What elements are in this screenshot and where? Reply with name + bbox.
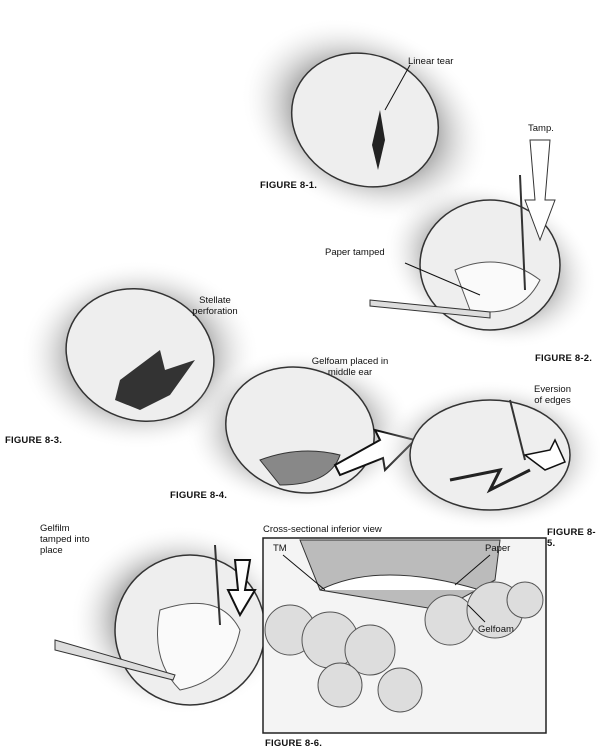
label-stellate-perforation: Stellate perforation <box>192 295 238 317</box>
label-gelfoam-placed: Gelfoam placed in middle ear <box>311 356 389 378</box>
label-gelfoam: Gelfoam <box>478 624 514 635</box>
caption-figure-8-4: FIGURE 8-4. <box>170 490 228 501</box>
illustration-8-4 <box>185 350 417 510</box>
label-cross-sectional-view: Cross-sectional inferior view <box>263 524 382 535</box>
illustration-8-6-cross-section <box>262 537 547 734</box>
illustration-8-5 <box>375 380 600 530</box>
label-tm: TM <box>273 543 287 554</box>
caption-figure-8-2: FIGURE 8-2. <box>535 353 593 364</box>
illustration-8-6-tamp <box>54 525 290 715</box>
label-linear-tear: Linear tear <box>408 56 454 67</box>
caption-figure-8-6: FIGURE 8-6. <box>265 738 323 749</box>
caption-figure-8-5: FIGURE 8-5. <box>547 527 596 549</box>
caption-figure-8-1: FIGURE 8-1. <box>260 180 318 191</box>
illustration-8-2 <box>369 139 597 350</box>
label-eversion-of-edges: Eversion of edges <box>534 384 571 406</box>
label-paper-tamped: Paper tamped <box>325 247 385 258</box>
label-tamp: Tamp. <box>528 123 554 134</box>
illustration-8-1 <box>240 17 490 223</box>
caption-figure-8-3: FIGURE 8-3. <box>5 435 63 446</box>
label-paper: Paper <box>485 543 511 554</box>
label-gelfilm-tamped: Gelfilm tamped into place <box>40 523 90 556</box>
